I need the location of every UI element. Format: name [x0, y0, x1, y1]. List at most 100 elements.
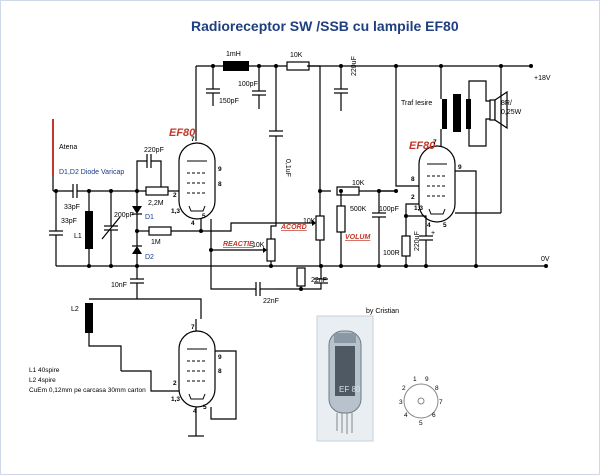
v3-pin7: 7: [433, 139, 437, 146]
acord-potentiometer[interactable]: [315, 215, 325, 241]
c-22nf-b-label: 22nF: [311, 277, 327, 284]
v1-pin7: 7: [191, 136, 195, 143]
diode-d2: [132, 246, 142, 254]
photo-ef80-label: EF 80: [339, 385, 361, 394]
c-100pf-label: 100pF: [238, 81, 258, 88]
r-100r-label: 100R: [383, 250, 400, 257]
volum-potentiometer[interactable]: [336, 205, 346, 233]
tube-v3-envelope: [418, 145, 456, 223]
ground-terminal: [544, 264, 548, 268]
c-10nf-label: 10nF: [111, 282, 127, 289]
coil-l1-label: L1: [74, 233, 82, 240]
coil-l1: [85, 211, 93, 249]
c-220pf-label: 220pF: [144, 147, 164, 154]
v2-pin7: 7: [191, 324, 195, 331]
pinout-pin5: 5: [419, 420, 423, 427]
v1-pin5: 5: [202, 213, 206, 220]
c-220uf-top-label: 220uF: [351, 56, 358, 76]
v1-pin13: 1,3: [171, 208, 180, 215]
note-l1: L1 40spire: [29, 367, 60, 374]
v2-pin5: 5: [203, 404, 207, 411]
note-l2: L2 4spire: [29, 377, 56, 384]
coil-l2-label: L2: [71, 306, 79, 313]
diode-d2-label: D2: [145, 254, 154, 261]
diode-d1: [132, 206, 142, 214]
v2-pin2: 2: [173, 380, 177, 387]
tube-v1-label: EF80: [169, 127, 196, 139]
v3-pin2: 2: [411, 194, 415, 201]
v3-pin9: 9: [458, 164, 462, 171]
v2-pin8: 8: [218, 368, 222, 375]
pinout-pin4: 4: [404, 412, 408, 419]
tube-v1-envelope: [178, 142, 216, 220]
v1-pin9: 9: [218, 166, 222, 173]
r-10k-top-label: 10K: [290, 52, 303, 59]
c-100pf-v3-label: 100pF: [379, 206, 399, 213]
volum-label: VOLUM: [345, 234, 370, 241]
v1-pin4: 4: [191, 220, 195, 227]
acord-pot-label: 10K: [303, 218, 316, 225]
pinout-pin1: 1: [413, 376, 417, 383]
pinout-pin7: 7: [439, 399, 443, 406]
r-1m-label: 1M: [151, 239, 161, 246]
junction-dots: [54, 64, 503, 291]
c-22nf-a-label: 22nF: [263, 298, 279, 305]
tube-v3-label: EF80: [409, 140, 436, 152]
diode-d1-label: D1: [145, 214, 154, 221]
v3-pin5: 5: [443, 222, 447, 229]
c-33pf-coupling-label: 33pF: [64, 204, 80, 211]
c-33pf-shunt-label: 33pF: [61, 218, 77, 225]
speaker-label-2: 0,25W: [501, 109, 522, 116]
pinout-pin2: 2: [402, 385, 406, 392]
antenna-label: Atena: [59, 144, 77, 151]
c-200pf-label: 200pF: [114, 212, 134, 219]
v3-pin8: 8: [411, 176, 415, 183]
speaker-magnet: [489, 99, 496, 121]
volum-pot-label: 500K: [350, 206, 367, 213]
v3-pin13: 1,3: [414, 205, 423, 212]
c-150pf-label: 150pF: [219, 98, 239, 105]
c-220uf-bypass-label: 220uF: [414, 231, 421, 251]
r-10k-top: [286, 61, 310, 71]
v1-pin8: 8: [218, 181, 222, 188]
ground-label: 0V: [541, 256, 550, 263]
r-2m2-label: 2,2M: [148, 200, 164, 207]
transformer-core: [453, 94, 461, 132]
r-1m: [148, 226, 172, 236]
author-credit: by Cristian: [366, 308, 399, 315]
v2-pin9: 9: [218, 354, 222, 361]
acord-label: ACORD: [280, 224, 307, 231]
pinout-pin8: 8: [435, 385, 439, 392]
plus-18v-label: +18V: [534, 75, 551, 82]
coil-l2: [85, 303, 93, 333]
ef80-pinout-diagram: 1 9 2 8 3 7 4 6 5: [399, 376, 443, 427]
transformer-label: Traf Iesire: [401, 100, 432, 107]
pinout-pin6: 6: [432, 412, 436, 419]
choke-1mh: [223, 61, 249, 71]
diagram-title: Radioreceptor SW /SSB cu lampile EF80: [191, 18, 459, 34]
r-10k-bias: [296, 267, 306, 287]
reactie-potentiometer[interactable]: [266, 238, 276, 262]
pinout-pin3: 3: [399, 399, 403, 406]
c-01uf-label: 0,1uF: [284, 159, 291, 177]
reactie-pot-label: 10K: [252, 242, 265, 249]
varicap-label: D1,D2 Diode Varicap: [59, 169, 124, 176]
r-2m2: [145, 186, 169, 196]
v2-pin13: 1,3: [171, 396, 180, 403]
v2-pin4: 4: [193, 408, 197, 415]
ef80-tube-photo: EF 80: [316, 315, 374, 442]
r-10k-mid-label: 10K: [352, 180, 365, 187]
pinout-pin9: 9: [425, 376, 429, 383]
transformer-secondary: [466, 99, 471, 129]
v1-pin2: 2: [173, 192, 177, 199]
plus-18v-terminal: [529, 64, 533, 68]
tube-v2-envelope: [178, 330, 216, 408]
speaker-label-1: 8R/: [501, 100, 512, 107]
note-wire: CuEm 0,12mm pe carcasa 30mm carton: [29, 387, 146, 394]
choke-1mh-label: 1mH: [226, 51, 241, 58]
c-220uf-polarity: +: [431, 230, 435, 237]
r-100r: [401, 235, 411, 257]
reactie-label: REACTIE: [223, 241, 254, 248]
